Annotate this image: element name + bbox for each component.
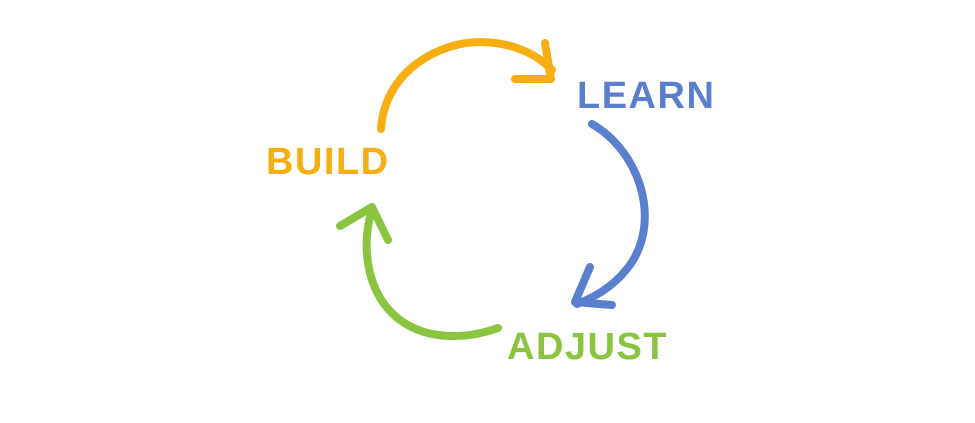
arrow-adjust-to-build <box>336 203 502 341</box>
arrow-learn-to-adjust <box>571 120 649 309</box>
step-label-build: BUILD <box>266 141 390 183</box>
step-label-adjust: ADJUST <box>507 326 669 368</box>
arrow-adjust-to-build-head <box>336 203 392 244</box>
step-label-learn: LEARN <box>577 75 716 117</box>
arrow-learn-to-adjust-arc <box>573 120 649 308</box>
arrow-learn-to-adjust-head <box>571 263 616 309</box>
arrow-build-to-learn-head <box>511 39 555 83</box>
arrow-adjust-to-build-arc <box>362 205 502 341</box>
arrow-build-to-learn-arc <box>377 38 556 133</box>
arrow-build-to-learn <box>377 38 556 133</box>
